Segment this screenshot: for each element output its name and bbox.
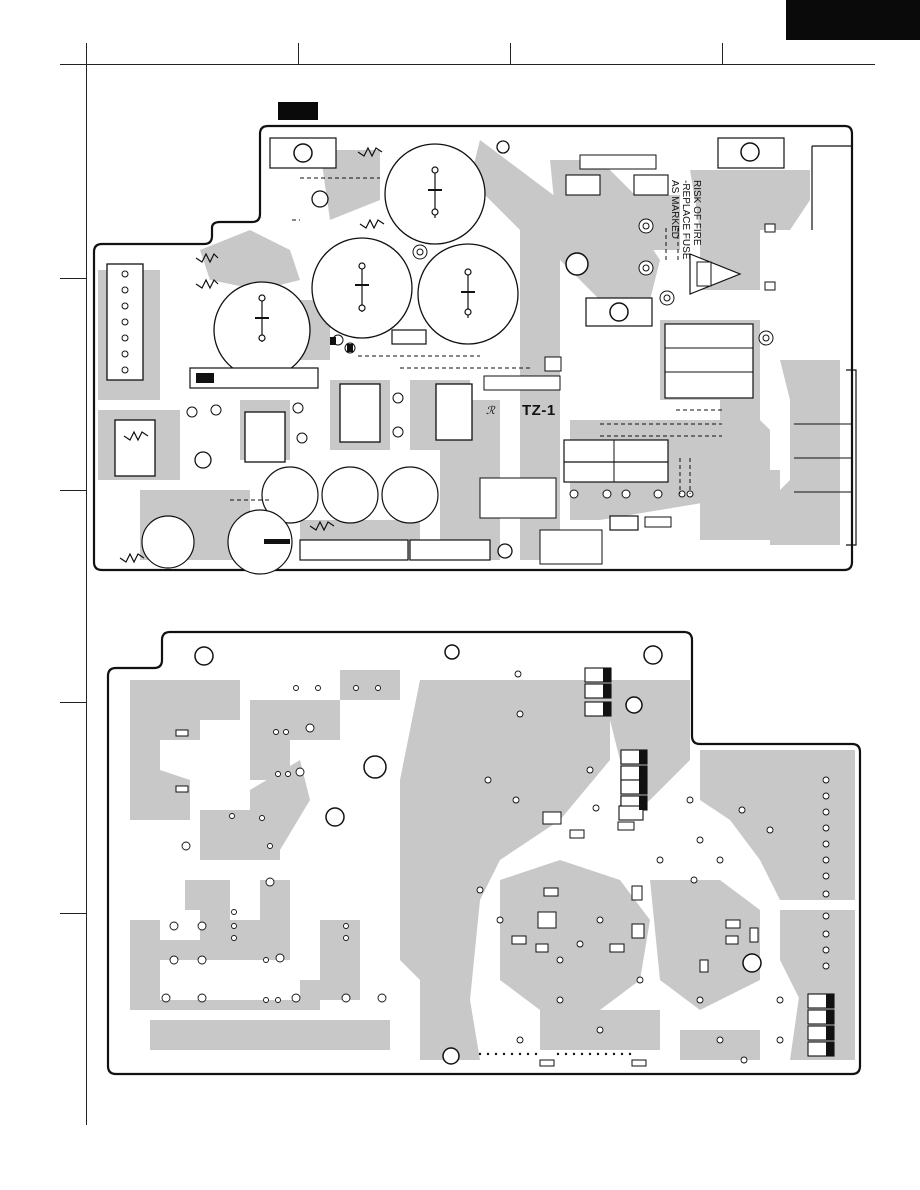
bottom-board [108, 632, 860, 1074]
top-board [94, 126, 856, 574]
fuse-warning-label: RISK OF FIRE -REPLACE FUSE AS MARKED [669, 180, 702, 238]
fuse-warning-line: AS MARKED [669, 180, 680, 238]
board-label-tz1: TZ-1 [522, 402, 556, 419]
ul-listing-mark: ℛ [486, 404, 495, 417]
fuse-warning-line: RISK OF FIRE [691, 180, 702, 238]
fuse-warning-line: -REPLACE FUSE [680, 180, 691, 238]
